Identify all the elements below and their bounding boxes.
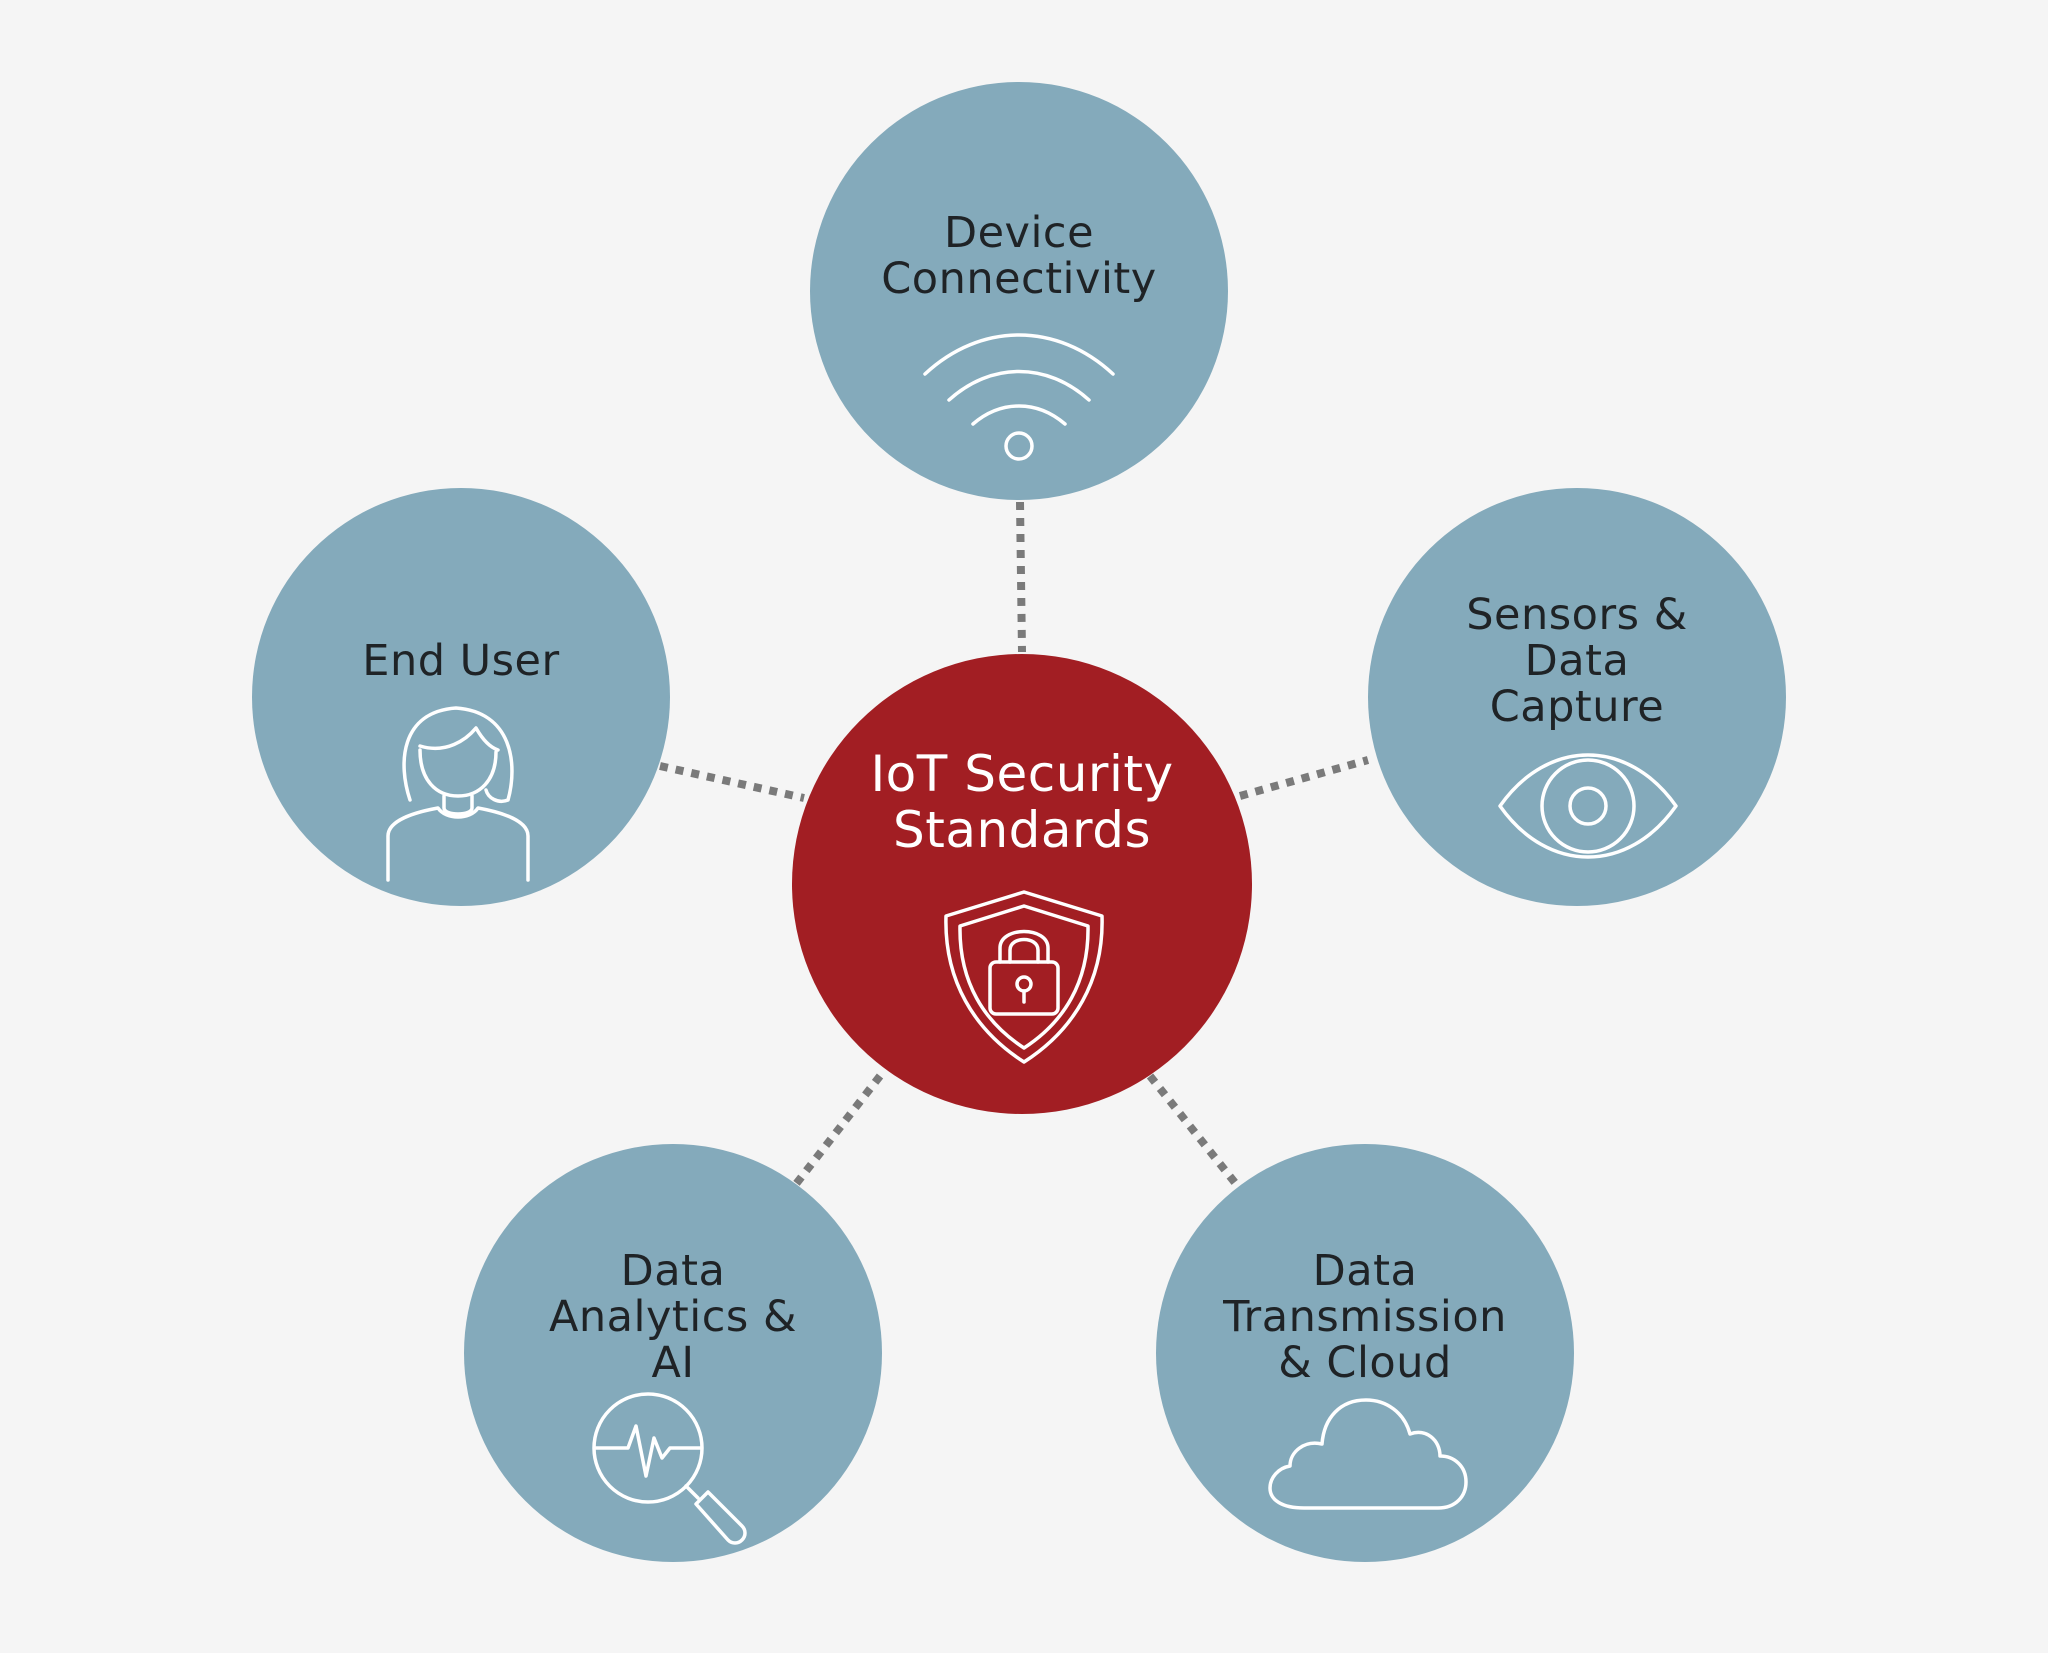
connector-data-analytics-ai	[792, 1073, 884, 1187]
node-label: Sensors & Data Capture	[1368, 592, 1786, 730]
hub-label-line: Standards	[892, 801, 1151, 859]
node-label-line: Connectivity	[881, 254, 1157, 304]
node-data-transmission-cloud: Data Transmission & Cloud	[1156, 1144, 1574, 1562]
cloud-icon	[1268, 1398, 1468, 1510]
node-label-line: Sensors &	[1466, 590, 1688, 640]
node-label-line: Device	[943, 208, 1095, 258]
node-label: Data Transmission & Cloud	[1156, 1248, 1574, 1386]
node-sensors-data-capture: Sensors & Data Capture	[1368, 488, 1786, 906]
node-label-line: & Cloud	[1278, 1338, 1452, 1388]
connector-end-user	[659, 762, 805, 802]
connector-sensors-data-capture	[1238, 756, 1370, 800]
node-label: Data Analytics & AI	[464, 1248, 882, 1386]
node-label-line: Data	[1524, 636, 1630, 686]
hub-label: IoT Security Standards	[792, 746, 1252, 858]
node-label-line: End User	[362, 636, 560, 686]
node-label: Device Connectivity	[810, 210, 1228, 302]
node-device-connectivity: Device Connectivity	[810, 82, 1228, 500]
shield-lock-icon	[944, 890, 1104, 1064]
node-label-line: Analytics &	[549, 1292, 797, 1342]
node-label-line: Transmission	[1223, 1292, 1507, 1342]
hub-iot-security-standards: IoT Security Standards	[792, 654, 1252, 1114]
node-label-line: Capture	[1489, 682, 1665, 732]
node-end-user: End User	[252, 488, 670, 906]
node-label-line: Data	[1312, 1246, 1418, 1296]
connector-device-connectivity	[1016, 501, 1026, 653]
hub-label-line: IoT Security	[870, 745, 1174, 803]
connector-data-transmission-cloud	[1146, 1073, 1240, 1187]
node-data-analytics-ai: Data Analytics & AI	[464, 1144, 882, 1562]
user-icon	[386, 706, 530, 882]
node-label-line: AI	[651, 1338, 695, 1388]
node-label-line: Data	[620, 1246, 726, 1296]
wifi-icon	[923, 333, 1115, 461]
eye-icon	[1498, 753, 1678, 859]
analytics-magnifier-icon	[592, 1392, 747, 1545]
node-label: End User	[252, 638, 670, 684]
